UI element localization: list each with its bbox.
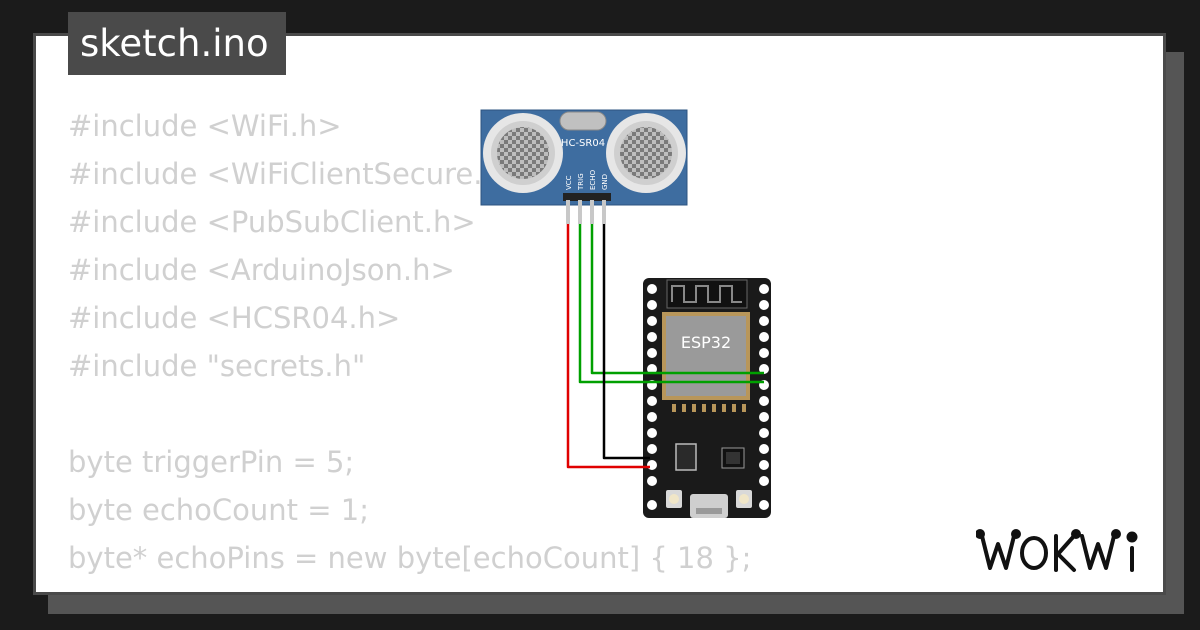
- esp32-board[interactable]: ESP32: [643, 278, 771, 518]
- code-preview: #include <WiFi.h> #include <WiFiClientSe…: [68, 102, 751, 582]
- hc-sr04-sensor[interactable]: HC-SR04 VCC TRIG ECHO GND: [480, 109, 688, 224]
- pin-label-gnd: GND: [601, 174, 609, 190]
- wire-gnd: [602, 222, 650, 460]
- code-line: byte* echoPins = new byte[echoCount] { 1…: [68, 541, 752, 575]
- pin-label-echo: ECHO: [589, 169, 597, 190]
- code-line: byte echoCount = 1;: [68, 493, 369, 527]
- pin-label-vcc: VCC: [565, 175, 573, 190]
- code-line: #include <ArduinoJson.h>: [68, 253, 455, 287]
- wire-vcc: [566, 222, 650, 469]
- code-line: byte triggerPin = 5;: [68, 445, 355, 479]
- sensor-header-pins: [563, 193, 611, 224]
- wire-trig: [578, 222, 764, 384]
- code-line: #include <WiFiClientSecure.h>: [68, 157, 526, 191]
- code-line: #include <HCSR04.h>: [68, 301, 401, 335]
- wokwi-logo: [976, 529, 1138, 572]
- board-label: ESP32: [681, 333, 731, 352]
- code-line: #include "secrets.h": [68, 349, 366, 383]
- code-line: #include <WiFi.h>: [68, 109, 342, 143]
- sensor-label: HC-SR04: [561, 138, 605, 149]
- wire-echo: [590, 222, 764, 375]
- file-tab[interactable]: sketch.ino: [68, 12, 286, 75]
- wires: [566, 222, 764, 469]
- pin-label-trig: TRIG: [577, 173, 585, 191]
- code-line: #include <PubSubClient.h>: [68, 205, 476, 239]
